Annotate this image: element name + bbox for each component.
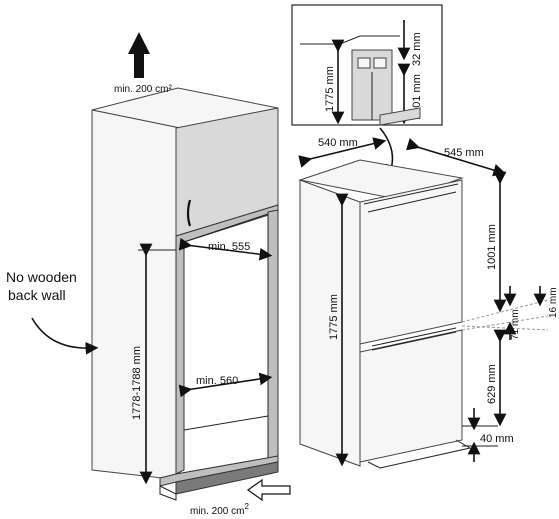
plinth-side (159, 485, 177, 501)
width-bottom-dimension-line (178, 372, 273, 398)
detail-hinge-slot-2 (373, 57, 387, 69)
door-handle (186, 199, 192, 227)
niche-frame-right (267, 209, 279, 461)
niche-floor-edge (183, 415, 269, 431)
gap-71-label: 71 mm (510, 309, 521, 340)
appliance-lower-door (359, 329, 463, 463)
plinth-grille (175, 461, 279, 495)
niche-height-label: 1778-1788 mm (131, 346, 143, 420)
detail-height-label: 1775 mm (324, 66, 336, 112)
depth-label: 540 mm (318, 137, 358, 149)
detail-hinge-slot-1 (357, 57, 371, 69)
ventilation-up-arrow (128, 32, 150, 78)
total-height-label: 1775 mm (328, 294, 340, 340)
width-top-label: min. 555 (208, 241, 250, 253)
no-wooden-label: No wooden (6, 269, 77, 285)
cabinet-side-wall (91, 109, 181, 481)
detail-offset-label: 32 mm (411, 32, 423, 66)
door-gap-fittings (371, 327, 457, 351)
width-label: 545 mm (444, 147, 484, 159)
vent-top-label: min. 200 cm² (114, 84, 172, 95)
appliance-drawing: 540 mm 545 mm 1775 mm 1001 mm 629 mm 16 … (298, 107, 559, 469)
back-wall-label-2: back wall (8, 287, 66, 303)
airflow-in-arrow (246, 478, 291, 502)
appliance-upper-door (359, 179, 463, 345)
top-hinge-bracket (379, 107, 421, 126)
bottom-fittings (367, 439, 472, 469)
width-top-dimension-line (178, 237, 273, 261)
detail-top-rail (300, 35, 400, 45)
cabinet-drawing: min. 200 cm² No wooden back wall 1778-17… (6, 32, 291, 517)
vent-bottom-label: min. 200 cm2 (190, 502, 249, 517)
lower-height-label: 629 mm (486, 364, 498, 404)
gap-extension-lines (461, 299, 549, 331)
width-dimension-line (406, 138, 507, 177)
depth-dimension-line (298, 137, 387, 168)
width-bottom-label: min. 560 (196, 375, 238, 387)
upper-height-label: 1001 mm (486, 224, 498, 270)
top-fittings (363, 183, 459, 213)
base-40-label: 40 mm (480, 433, 514, 445)
gap-16-label: 16 mm (548, 287, 559, 318)
no-back-wall-pointer (31, 317, 99, 355)
